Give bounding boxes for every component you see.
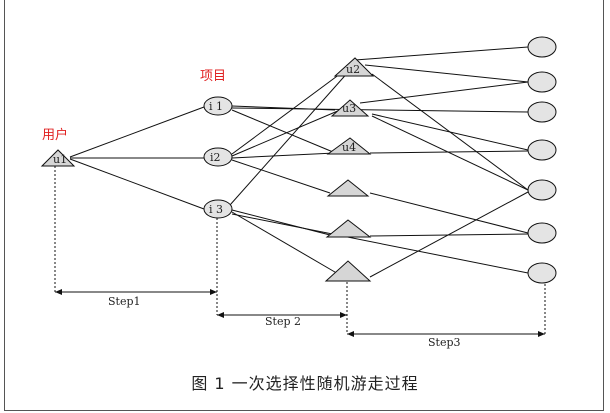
edge-i2-u4 <box>231 152 336 159</box>
user-group-label: 用户 <box>42 127 68 143</box>
edge-u1-i3 <box>69 158 205 210</box>
figure-caption: 图 1 一次选择性随机游走过程 <box>191 374 419 393</box>
edge-u3-r2 <box>359 81 529 104</box>
item-node-i1-label: i 1 <box>209 100 223 113</box>
user-node-u1: u1 <box>40 149 76 167</box>
right-item-node-2 <box>527 71 557 93</box>
right-item-node-5 <box>527 179 557 201</box>
right-item-nodes <box>527 36 557 284</box>
edge-u3-r5 <box>371 115 529 191</box>
user-node-u4-label: u4 <box>342 141 356 154</box>
figure-frame <box>4 0 604 411</box>
right-item-node-7 <box>527 262 557 284</box>
user-node-u3-label: u3 <box>342 102 356 115</box>
step1-label: Step1 <box>108 295 141 308</box>
edge-u1-i1 <box>69 106 205 158</box>
edge-i2-u3 <box>231 109 341 157</box>
edge-i3-u7 <box>231 211 341 276</box>
step2-label: Step 2 <box>265 315 301 328</box>
step3-span: Step3 <box>347 331 545 349</box>
user-node-u2-label: u2 <box>346 63 360 76</box>
right-item-node-4 <box>527 139 557 161</box>
user-node-7 <box>324 260 372 282</box>
step1-span: Step1 <box>55 289 217 308</box>
edge-i1-right <box>231 107 529 113</box>
edge-i2-u5 <box>231 159 331 194</box>
step2-span: Step 2 <box>217 312 347 328</box>
item-node-i2-label: i2 <box>210 151 221 164</box>
right-item-node-6 <box>527 222 557 244</box>
edge-i3-right <box>231 213 529 274</box>
edge-i2-u2 <box>231 67 349 155</box>
item-node-i2: i2 <box>203 147 233 167</box>
step-markers: Step1 Step 2 Step3 <box>54 166 546 349</box>
edge-i3-u2 <box>229 69 351 206</box>
edge-u2-r1 <box>354 46 529 61</box>
item-node-i3-label: i 3 <box>209 203 223 216</box>
edge-u7-r5 <box>369 191 529 278</box>
edge-u5-r6 <box>369 192 529 234</box>
item-node-i3: i 3 <box>203 199 233 219</box>
item-node-i1: i 1 <box>203 96 233 116</box>
right-item-node-1 <box>527 36 557 58</box>
edge-i1-u4 <box>231 109 334 153</box>
edge-u2-r2 <box>364 64 529 83</box>
item-group-label: 项目 <box>200 69 226 84</box>
item-nodes: i 1 i2 i 3 <box>203 96 233 219</box>
user-node-u1-label: u1 <box>53 153 67 166</box>
edge-i3-u6 <box>231 209 331 236</box>
user-nodes: u1 u2 u3 u4 <box>40 57 375 282</box>
right-item-node-3 <box>527 101 557 123</box>
user-node-u3: u3 <box>330 99 370 117</box>
step3-label: Step3 <box>428 336 461 349</box>
user-node-u2: u2 <box>333 57 375 77</box>
edge-u4-r4 <box>369 150 529 154</box>
user-node-u4: u4 <box>326 137 372 155</box>
edge-u3-r4 <box>371 113 529 151</box>
user-node-6 <box>325 219 372 238</box>
user-node-5 <box>326 179 370 197</box>
edges <box>69 46 529 278</box>
